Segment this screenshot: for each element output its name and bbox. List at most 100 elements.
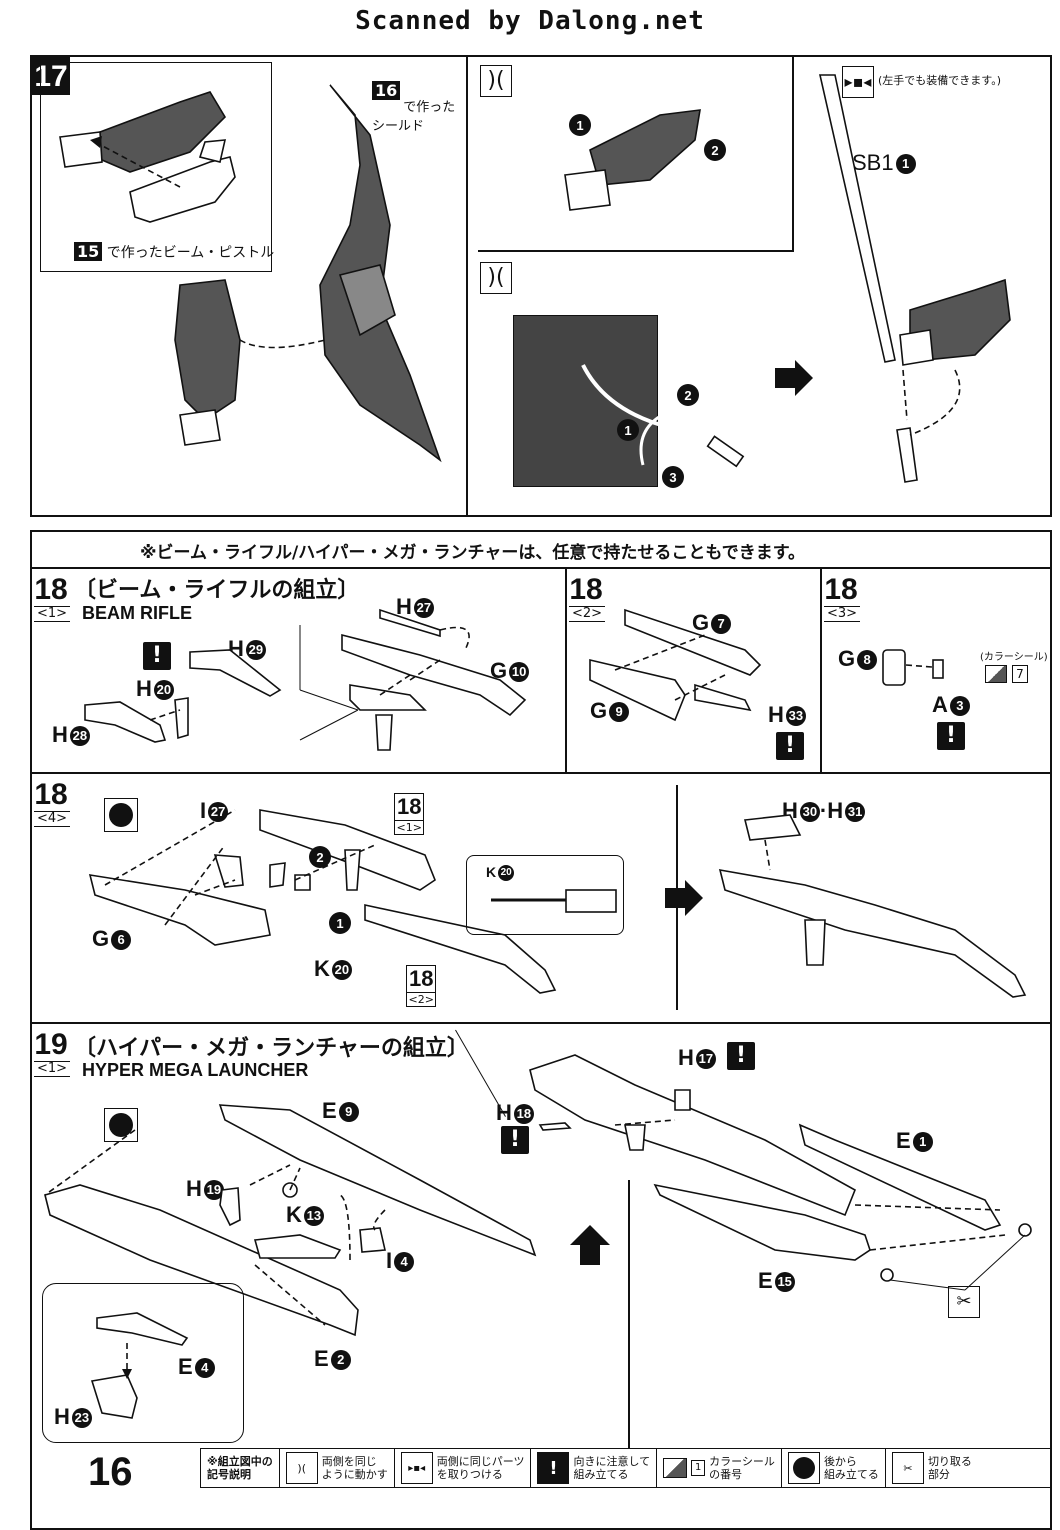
legend-item-back-assembly: 後から 組み立てる	[782, 1449, 886, 1487]
note-bar-divider	[32, 567, 1050, 569]
next-step-arrow-18	[665, 880, 703, 916]
both-sides-icon: )(	[480, 65, 512, 97]
beam-rifle-parts-illustration	[84, 608, 527, 751]
warning-icon-h17: !	[727, 1042, 755, 1070]
launcher-parts-illustration	[44, 1104, 537, 1337]
divider-18-2-3	[820, 568, 822, 773]
step-18-2-sub: <2>	[569, 606, 606, 622]
note-bar: ※ビーム・ライフル/ハイパー・メガ・ランチャーは、任意で持たせることもできます。	[140, 543, 805, 563]
divider-vertical-17b	[792, 57, 794, 252]
step-19-number: 19	[34, 1028, 68, 1061]
divider-18-row	[32, 772, 1050, 774]
color-seal-icon	[985, 665, 1007, 683]
arrow-1-number: 1	[576, 118, 583, 133]
step-17-frame	[30, 55, 1052, 517]
pistol-hand-panel	[40, 62, 272, 272]
same-parts-icon: ▸▪◂	[842, 66, 874, 98]
back-assembly-icon-19	[104, 1108, 138, 1142]
step-18-4-number: 18	[34, 778, 68, 811]
step-18-1-en: BEAM RIFLE	[82, 603, 192, 623]
svg-text:3: 3	[669, 470, 676, 485]
detail-arrows: 2 1 3	[581, 364, 745, 488]
both-sides-icon: )(	[285, 1452, 318, 1484]
divider-horizontal-17	[478, 250, 792, 252]
step-18-4-sub: <4>	[34, 811, 71, 827]
warning-icon-18-2: !	[776, 732, 804, 760]
step-18-1-title: 〔ビーム・ライフルの組立〕	[74, 578, 360, 603]
color-seal-label: (カラーシール)	[980, 652, 1048, 663]
barrel-parts-illustration	[589, 608, 762, 722]
shield-illustration	[319, 84, 442, 463]
cut-icon: ✂	[948, 1286, 980, 1318]
legend-item-color-seal: 1 カラーシール の番号	[657, 1449, 782, 1487]
shield-ref-label: 16 で作った シールド	[372, 66, 462, 134]
both-sides-icon-2: )(	[480, 262, 512, 294]
hand-pistol-illustration	[59, 91, 236, 223]
step-19-en: HYPER MEGA LAUNCHER	[82, 1060, 309, 1080]
divider-19-vertical	[628, 1180, 630, 1448]
warning-icon: !	[537, 1452, 570, 1484]
forearm-illustration: 1 2	[564, 109, 726, 211]
page-number: 16	[88, 1450, 133, 1494]
completed-rifle-illustration	[718, 814, 1027, 998]
next-step-arrow	[775, 360, 813, 396]
divider-vertical-17	[466, 57, 468, 515]
step-18-3-sub: <3>	[824, 606, 861, 622]
divider-18-1-2	[565, 568, 567, 773]
scan-banner: Scanned by Dalong.net	[355, 6, 705, 36]
step-18-1-number: 18	[34, 573, 68, 606]
legend-item-warning: ! 向きに注意して 組み立てる	[531, 1449, 658, 1487]
e4-h23-detail-box	[42, 1283, 244, 1443]
launcher-assembly-illustration	[529, 1054, 1032, 1291]
warning-icon-18-1: !	[143, 642, 171, 670]
seal-number-7: 7	[1012, 665, 1028, 683]
ref-18-2: 18 <2>	[406, 965, 437, 1007]
same-parts-icon: ▸▪◂	[400, 1452, 433, 1484]
warning-icon-h18: !	[501, 1126, 529, 1154]
sb-part-number: 1	[895, 154, 916, 174]
color-seal-icon	[663, 1458, 688, 1478]
left-hand-note: (左手でも装備できます。)	[878, 74, 1001, 87]
beam-saber-illustration	[818, 74, 1011, 483]
step-19-title: 〔ハイパー・メガ・ランチャーの組立〕	[74, 1036, 469, 1061]
legend-item-cut: ✂ 切り取る 部分	[886, 1449, 978, 1487]
k20-detail-box	[466, 855, 624, 935]
legend-item-same-parts: ▸▪◂ 両側に同じパーツ を取りつける	[395, 1449, 532, 1487]
rifle-assembly-illustration: 2 1	[88, 809, 557, 994]
order-1: 1	[336, 916, 343, 931]
shield-ref-text: で作った シールド	[372, 100, 456, 134]
step-18-1-sub: <1>	[34, 606, 71, 622]
sb-part-code: SB1	[852, 150, 894, 175]
legend-title: ※組立図中の 記号説明	[201, 1449, 280, 1487]
detail-panel	[513, 315, 658, 487]
pistol-ref-text: で作ったビーム・ピストル	[106, 245, 275, 261]
svg-text:2: 2	[684, 388, 691, 403]
svg-text:1: 1	[624, 423, 631, 438]
order-2: 2	[316, 850, 323, 865]
pistol-ref-label: 15 で作ったビーム・ピストル	[74, 242, 274, 262]
divider-18-19	[32, 1022, 1050, 1024]
arm-illustration	[174, 279, 326, 446]
back-assembly-icon	[787, 1452, 820, 1484]
e4-h23-illustration	[90, 1312, 189, 1419]
cut-icon: ✂	[891, 1452, 924, 1484]
grip-part-illustration	[882, 649, 944, 686]
pistol-ref-number: 15	[74, 242, 103, 261]
